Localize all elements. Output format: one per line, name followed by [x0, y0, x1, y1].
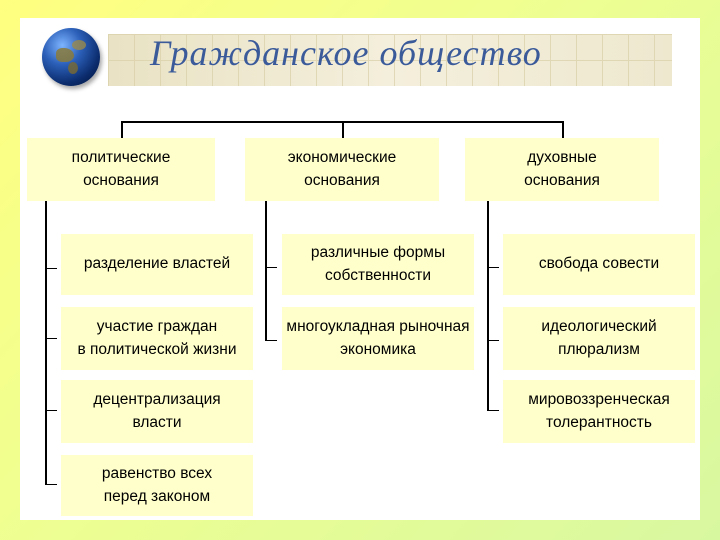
page-title: Гражданское общество: [150, 33, 542, 73]
item-line: в политической жизни: [77, 340, 237, 358]
item-line: собственности: [324, 266, 431, 284]
item-line: власти: [132, 413, 182, 431]
item-line: перед законом: [103, 487, 211, 505]
item-line: мировоззренческая: [528, 391, 670, 409]
item-line: свобода совести: [538, 255, 660, 273]
tick: [45, 338, 57, 339]
tick: [487, 340, 499, 341]
item-line: участие граждан: [96, 318, 218, 336]
item-line: толерантность: [546, 413, 652, 431]
header-line: политические: [71, 149, 171, 167]
header-economic: экономические основания: [245, 138, 439, 201]
item-line: равенство всех: [101, 465, 213, 483]
header-line: экономические: [287, 149, 397, 167]
item-line: разделение властей: [83, 255, 231, 273]
item-line: плюрализм: [558, 340, 640, 358]
tick: [487, 267, 499, 268]
item-line: децентрализация: [93, 391, 221, 409]
header-line: основания: [524, 171, 600, 189]
tick: [45, 484, 57, 485]
item-box: равенство всех перед законом: [61, 455, 253, 516]
item-box: свобода совести: [503, 234, 695, 295]
item-box: идеологический плюрализм: [503, 307, 695, 370]
spine-economic: [265, 201, 267, 341]
header-line: основания: [83, 171, 159, 189]
connector-drop-right: [562, 121, 564, 138]
header-line: духовные: [527, 149, 597, 167]
item-box: многоукладная рыночная экономика: [282, 307, 474, 370]
globe-icon: [42, 28, 100, 86]
header-line: основания: [304, 171, 380, 189]
connector-drop-left: [121, 121, 123, 138]
item-box: децентрализация власти: [61, 380, 253, 443]
tick: [265, 340, 277, 341]
spine-political: [45, 201, 47, 485]
spine-spiritual: [487, 201, 489, 411]
header-political: политические основания: [27, 138, 215, 201]
tick: [45, 410, 57, 411]
item-box: разделение властей: [61, 234, 253, 295]
title-banner: [20, 18, 700, 98]
title-band: [108, 34, 672, 86]
item-line: различные формы: [310, 244, 446, 262]
tick: [487, 410, 499, 411]
connector-drop-center: [342, 121, 344, 138]
item-box: мировоззренческая толерантность: [503, 380, 695, 443]
tick: [265, 267, 277, 268]
item-box: участие граждан в политической жизни: [61, 307, 253, 370]
tick: [45, 268, 57, 269]
item-line: экономика: [340, 340, 416, 358]
item-line: идеологический: [541, 318, 657, 336]
header-spiritual: духовные основания: [465, 138, 659, 201]
item-line: многоукладная рыночная: [286, 318, 470, 336]
item-box: различные формы собственности: [282, 234, 474, 295]
